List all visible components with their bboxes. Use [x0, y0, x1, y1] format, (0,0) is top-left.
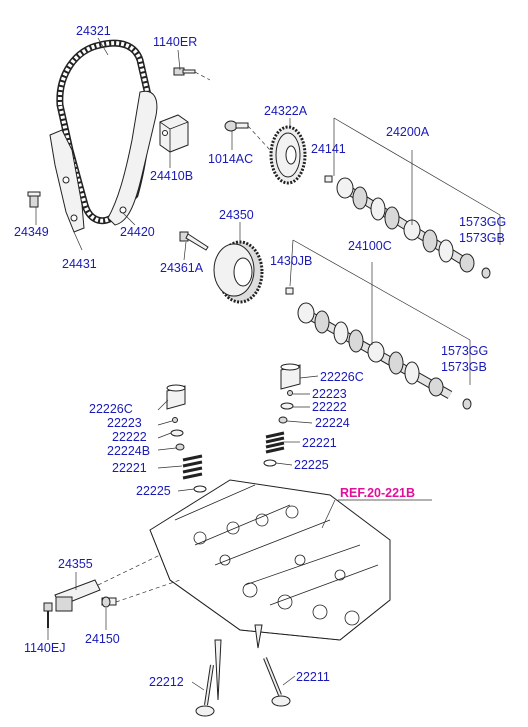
label-guide-pin: 24349: [14, 225, 49, 239]
label-intake-valve: 22212: [149, 675, 184, 689]
label-tappet-left: 22226C: [89, 402, 133, 416]
oil-control-valve: [54, 579, 101, 612]
label-cvvt: 24350: [219, 208, 254, 222]
intake-camshaft: [297, 302, 453, 399]
exhaust-cam-plug: [481, 267, 491, 279]
hydraulic-tensioner: [159, 114, 189, 153]
label-retainer-right: 22222: [312, 400, 347, 414]
label-plug-in-1: 1573GG: [441, 344, 488, 358]
exhaust-camshaft: [336, 177, 475, 273]
chain-guide-left: [49, 129, 85, 233]
exhaust-cam-sprocket: [269, 125, 307, 185]
label-seal-left: 22224B: [107, 444, 150, 458]
label-plug-ex-1: 1573GG: [459, 215, 506, 229]
valve-train-left: [166, 384, 207, 493]
bolt-1014ac: [224, 120, 249, 132]
ocv-filter: [101, 596, 117, 608]
label-bolt-top: 1140ER: [153, 35, 197, 49]
guide-pin: [27, 191, 41, 208]
exhaust-valve: [254, 624, 291, 707]
bolt-1140er: [173, 67, 196, 76]
label-retainer-left: 22222: [112, 430, 147, 444]
label-bolt-1014: 1014AC: [208, 152, 253, 166]
exhaust-dowel-pin: [324, 175, 333, 183]
label-cotter-right: 22223: [312, 387, 347, 401]
intake-valve: [195, 639, 222, 717]
cvvt-bolt: [179, 231, 209, 251]
label-seat-right: 22225: [294, 458, 329, 472]
label-seat-left: 22225: [136, 484, 171, 498]
label-seal-right: 22224: [315, 416, 350, 430]
label-spring-right: 22221: [302, 436, 337, 450]
label-exhaust-pin: 24141: [311, 142, 346, 156]
label-exhaust-camshaft: 24200A: [386, 125, 430, 139]
label-plug-ex-2: 1573GB: [459, 231, 505, 245]
cvvt-assembly: [213, 240, 264, 304]
label-ocv-filter: 24150: [85, 632, 120, 646]
label-exhaust-valve: 22211: [296, 670, 330, 684]
leader-lines: [35, 37, 501, 691]
label-spring-left: 22221: [112, 461, 147, 475]
ocv-bolt: [43, 602, 53, 628]
cylinder-head: [149, 479, 391, 641]
label-ref[interactable]: REF.20-221B: [340, 486, 415, 500]
label-exhaust-sprocket: 24322A: [264, 104, 308, 118]
label-tappet-right: 22226C: [320, 370, 364, 384]
intake-dowel-pin: [285, 287, 294, 295]
label-plug-in-2: 1573GB: [441, 360, 487, 374]
intake-cam-plug: [462, 398, 472, 410]
label-cotter-left: 22223: [107, 416, 142, 430]
valve-train-right: [263, 363, 301, 467]
label-cvvt-bolt: 24361A: [160, 261, 204, 275]
label-timing-chain: 24321: [76, 24, 111, 38]
label-guide-left: 24431: [62, 257, 97, 271]
label-ocv: 24355: [58, 557, 93, 571]
label-intake-pin: 1430JB: [270, 254, 312, 268]
label-tensioner: 24410B: [150, 169, 193, 183]
label-guide-right: 24420: [120, 225, 155, 239]
label-intake-camshaft: 24100C: [348, 239, 392, 253]
tensioner-arm: [107, 90, 158, 226]
label-ocv-bolt: 1140EJ: [24, 641, 65, 655]
